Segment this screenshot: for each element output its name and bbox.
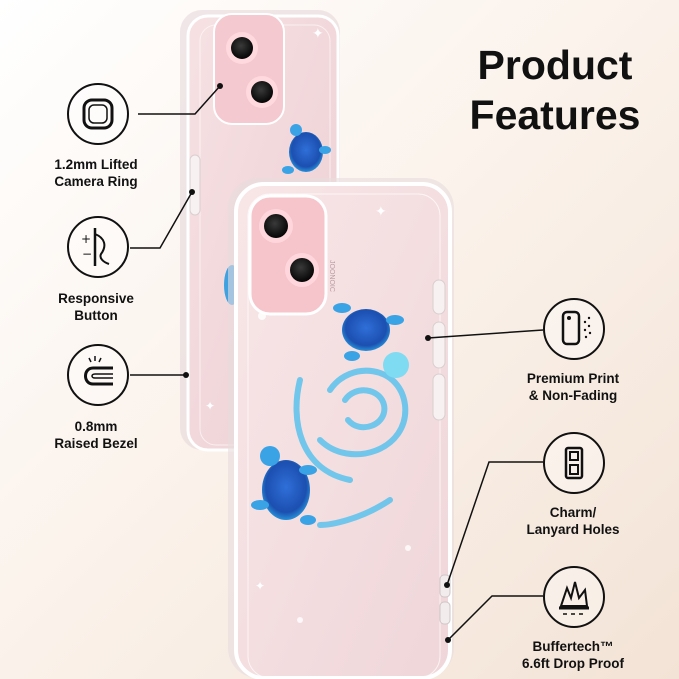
- svg-text:−: −: [82, 247, 92, 261]
- responsive-button-icon: + −: [67, 216, 129, 278]
- feature-label-line: Button: [74, 308, 118, 323]
- feature-label-line: 6.6ft Drop Proof: [521, 656, 624, 671]
- svg-text:✦: ✦: [312, 25, 324, 41]
- turtle-bottom: [251, 446, 317, 525]
- feature-label-line: Charm/: [549, 505, 597, 520]
- feature-label-line: Camera Ring: [54, 174, 138, 189]
- feature-label-line: 0.8mm: [74, 419, 118, 434]
- feature-label-line: 1.2mm Lifted: [54, 157, 138, 172]
- feature-label-line: Raised Bezel: [54, 436, 138, 451]
- feature-responsive-button: Responsive Button: [31, 290, 161, 324]
- feature-label-line: Buffertech™: [532, 639, 614, 654]
- raised-bezel-icon: [67, 344, 129, 406]
- svg-text:✦: ✦: [375, 203, 387, 219]
- feature-drop-proof: Buffertech™ 6.6ft Drop Proof: [508, 638, 638, 672]
- camera-ring-icon: [67, 83, 129, 145]
- title-line-2: Features: [469, 92, 641, 138]
- feature-label-line: Responsive: [58, 291, 134, 306]
- svg-text:✦: ✦: [255, 579, 265, 593]
- front-phone: JOONOIC: [228, 178, 454, 679]
- feature-lanyard-holes: Charm/ Lanyard Holes: [508, 504, 638, 538]
- premium-print-icon: [543, 298, 605, 360]
- feature-camera-ring: 1.2mm Lifted Camera Ring: [31, 156, 161, 190]
- drop-proof-icon: [543, 566, 605, 628]
- feature-label-line: Premium Print: [526, 371, 620, 386]
- feature-raised-bezel: 0.8mm Raised Bezel: [31, 418, 161, 452]
- turtle-top: [333, 303, 409, 378]
- feature-label-line: Lanyard Holes: [526, 522, 620, 537]
- svg-text:+: +: [81, 232, 91, 246]
- feature-premium-print: Premium Print & Non-Fading: [508, 370, 638, 404]
- page-title: Product Features: [440, 40, 670, 140]
- svg-text:✦: ✦: [205, 399, 215, 413]
- title-line-1: Product: [477, 42, 633, 88]
- water-swirl: [293, 367, 409, 528]
- case-brand-text: JOONOIC: [328, 260, 335, 292]
- feature-label-line: & Non-Fading: [528, 388, 618, 403]
- lanyard-holes-icon: [543, 432, 605, 494]
